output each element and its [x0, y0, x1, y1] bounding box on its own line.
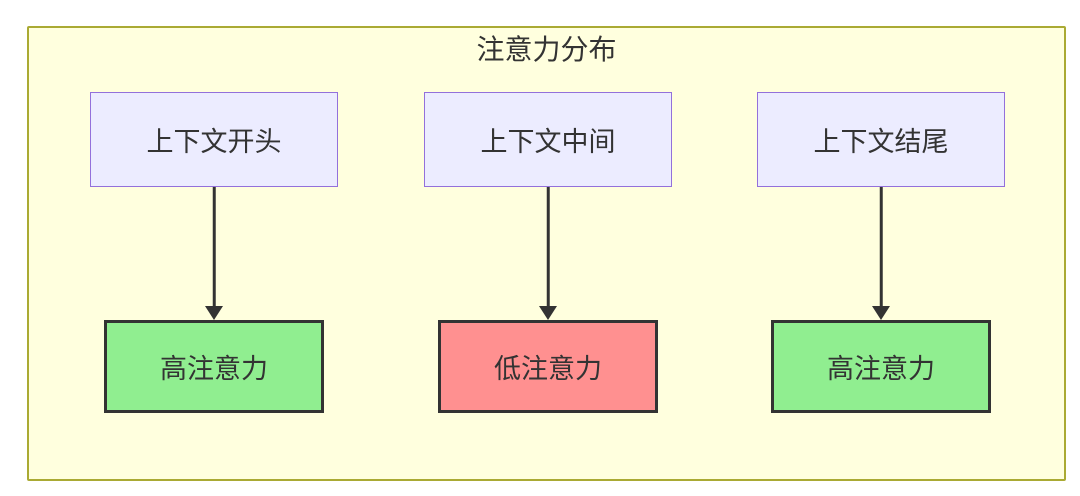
arrow-line: [546, 187, 550, 308]
context-start-node: 上下文开头: [90, 92, 338, 187]
context-middle-node: 上下文中间: [424, 92, 672, 187]
context-end-node: 上下文结尾: [757, 92, 1005, 187]
arrowhead-icon: [205, 306, 223, 320]
high-attention-node-right: 高注意力: [771, 320, 991, 413]
arrow-line: [879, 187, 883, 308]
arrow-end-to-high: [871, 187, 891, 320]
arrowhead-icon: [872, 306, 890, 320]
low-attention-node: 低注意力: [438, 320, 658, 413]
arrow-middle-to-low: [538, 187, 558, 320]
diagram-title: 注意力分布: [476, 34, 617, 65]
arrowhead-icon: [539, 306, 557, 320]
high-attention-node-left: 高注意力: [104, 320, 324, 413]
arrow-line: [212, 187, 216, 308]
arrow-start-to-high: [204, 187, 224, 320]
